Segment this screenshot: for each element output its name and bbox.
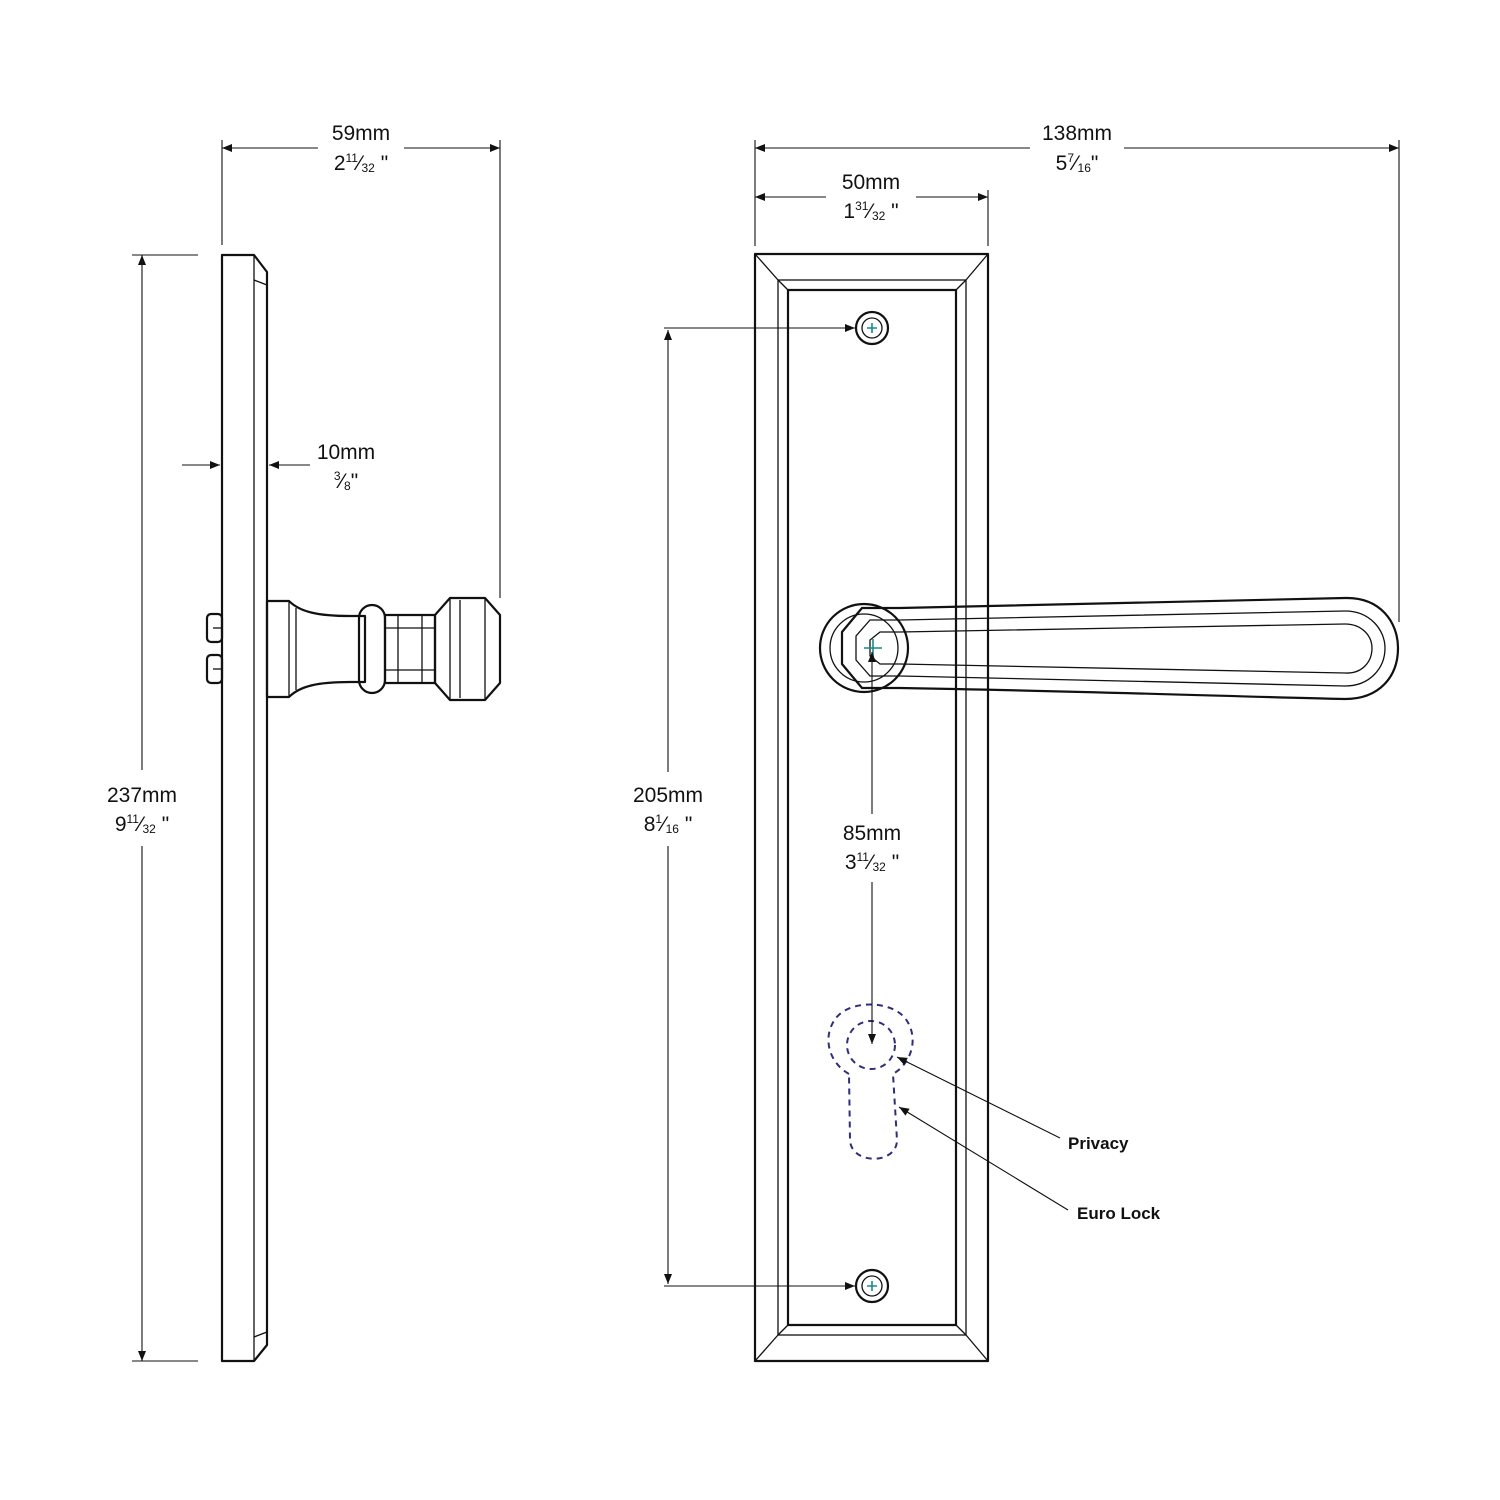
bottom-screw — [854, 1268, 890, 1304]
dim-plate-thickness-mm: 10mm — [317, 441, 375, 464]
top-screw — [854, 310, 890, 346]
side-backplate-step — [253, 279, 268, 1338]
dim-plate-thickness: 10mm 3⁄8" — [182, 441, 375, 493]
callout-privacy: Privacy — [896, 1056, 1129, 1153]
front-backplate-bevels — [754, 253, 989, 1362]
callout-euro-lock-label: Euro Lock — [1077, 1204, 1161, 1223]
dim-plate-thickness-inch: 3⁄8" — [334, 469, 358, 493]
dim-side-width: 59mm 211⁄32 " — [221, 122, 501, 598]
dim-handle-projection-inch: 57⁄16" — [1056, 151, 1099, 175]
dim-fixing-centres-mm: 205mm — [633, 784, 703, 807]
dim-lever-to-lock-mm: 85mm — [843, 822, 901, 845]
side-fixing-lugs — [205, 612, 224, 685]
front-backplate-panel — [786, 288, 958, 1327]
dim-fixing-centres: 205mm 81⁄16 " — [633, 324, 855, 1290]
dim-plate-width-mm: 50mm — [842, 171, 900, 194]
dim-plate-width: 50mm 131⁄32 " — [755, 171, 989, 246]
dim-plate-width-inch: 131⁄32 " — [843, 199, 898, 223]
privacy-outline — [846, 1020, 896, 1070]
euro-lock-outline — [827, 1003, 914, 1160]
front-backplate — [753, 252, 990, 1363]
dim-lever-to-lock: 85mm 311⁄32 " — [843, 652, 901, 1044]
dim-side-height: 237mm 911⁄32 " — [107, 254, 198, 1362]
dim-side-height-mm: 237mm — [107, 784, 177, 807]
dim-side-width-inch: 211⁄32 " — [334, 151, 388, 175]
dim-lever-to-lock-inch: 311⁄32 " — [845, 850, 899, 874]
callout-privacy-label: Privacy — [1068, 1134, 1129, 1153]
lever-handle — [818, 596, 1400, 701]
side-view: 59mm 211⁄32 " 10mm 3⁄8" 237mm 911⁄32 " — [107, 122, 502, 1363]
side-lever-profile — [265, 596, 502, 702]
callout-euro-lock: Euro Lock — [898, 1106, 1161, 1223]
lock-cutout — [827, 1003, 914, 1160]
dim-handle-projection-mm: 138mm — [1042, 122, 1112, 145]
dim-side-height-inch: 911⁄32 " — [115, 812, 169, 836]
dim-fixing-centres-inch: 81⁄16 " — [644, 812, 693, 836]
dim-handle-projection: 138mm 57⁄16" — [754, 122, 1400, 622]
front-backplate-step — [777, 279, 967, 1336]
front-view: 138mm 57⁄16" 50mm 131⁄32 " 205mm 81⁄16 "… — [633, 122, 1400, 1363]
side-backplate — [220, 253, 269, 1363]
dim-side-width-mm: 59mm — [332, 122, 390, 145]
